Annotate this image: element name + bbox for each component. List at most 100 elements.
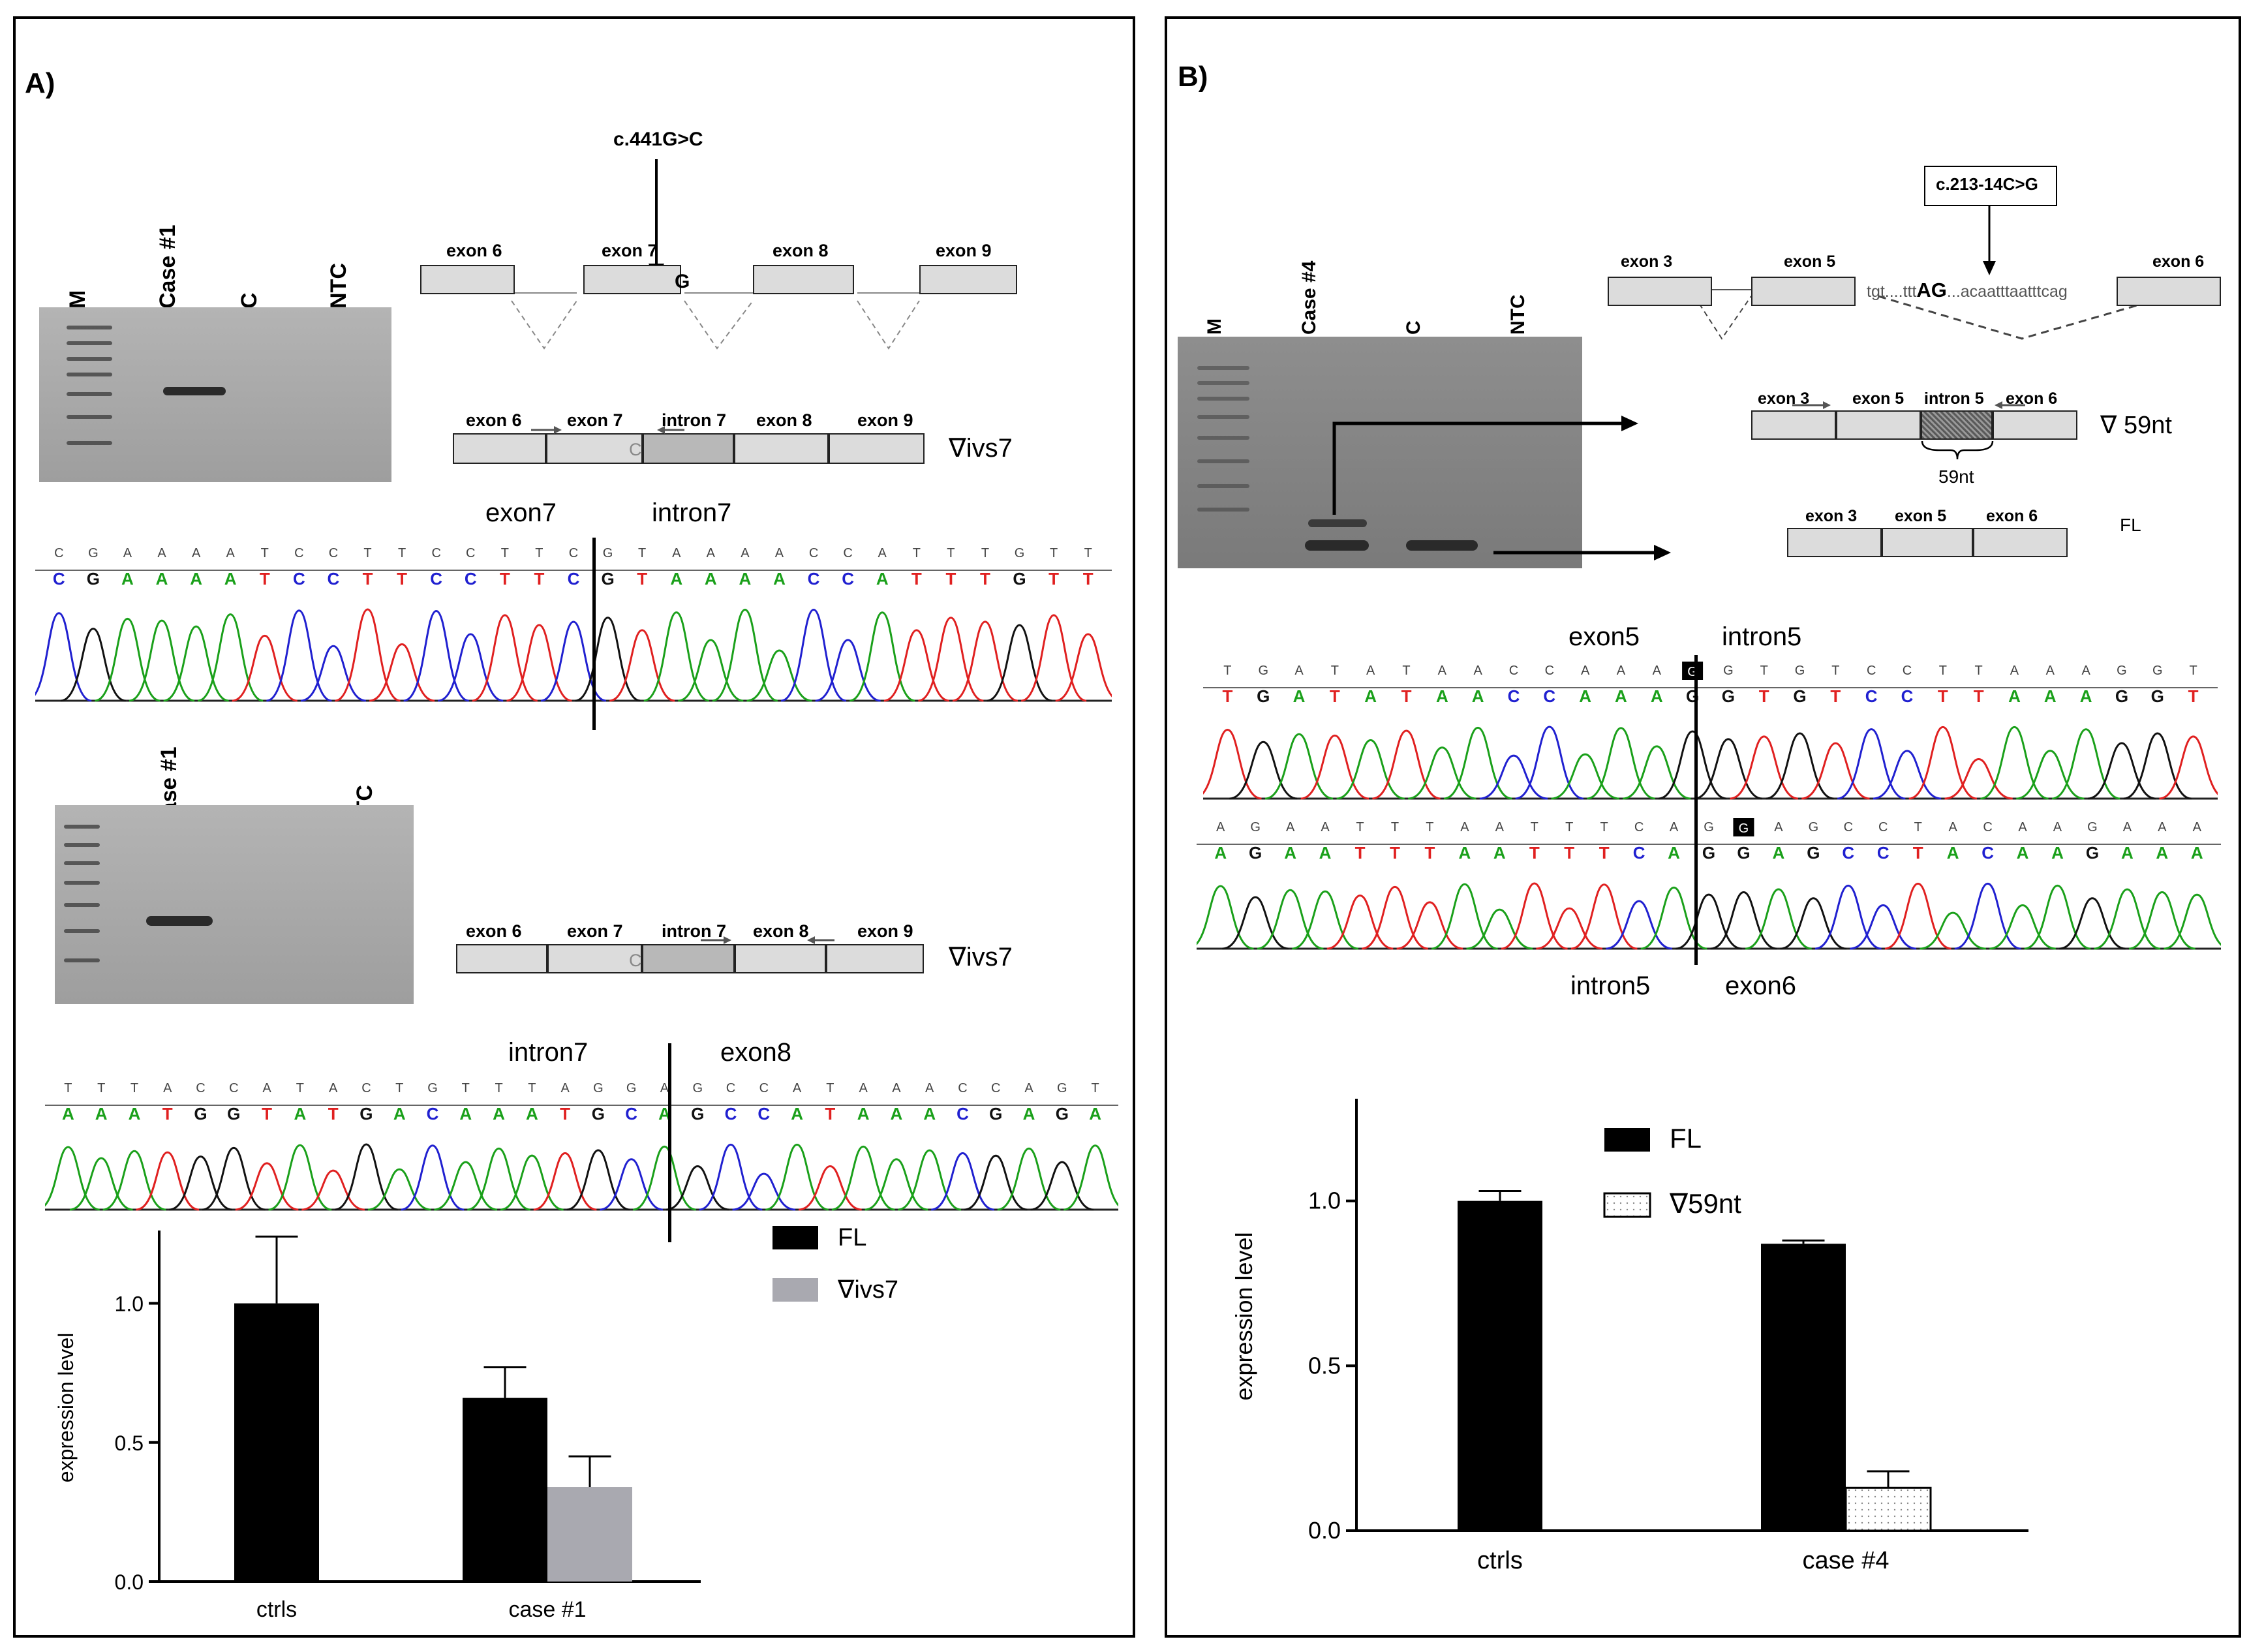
- base-call: C: [956, 1104, 969, 1124]
- base-call: T: [1330, 686, 1340, 706]
- base-call: A: [1773, 843, 1785, 863]
- exon7-a: [583, 265, 681, 294]
- base-call-top: T: [363, 546, 371, 560]
- base-call: G: [1056, 1104, 1069, 1124]
- base-call-top: T: [1831, 664, 1839, 678]
- base-call-top: T: [1975, 664, 1983, 678]
- base-call-top: T: [1084, 546, 1092, 560]
- base-call: T: [1048, 569, 1059, 589]
- base-call-top: C: [431, 546, 440, 560]
- base-call-top: C: [569, 546, 578, 560]
- base-call: G: [1249, 843, 1262, 863]
- gel-image-a2: [55, 805, 414, 1004]
- base-call: C: [1633, 843, 1645, 863]
- gelb-lane-c: C: [1403, 320, 1424, 335]
- base-call-top: T: [1223, 664, 1231, 678]
- base-call: T: [1938, 686, 1948, 706]
- base-call: T: [397, 569, 407, 589]
- base-call: C: [1508, 686, 1520, 706]
- base-call: G: [1793, 686, 1806, 706]
- mutation-b-box: [1924, 166, 2057, 206]
- base-call: A: [2051, 843, 2064, 863]
- base-call-top: G: [2087, 820, 2098, 834]
- base-call-top: T: [1531, 820, 1538, 834]
- base-call: T: [1222, 686, 1232, 706]
- base-call-top: T: [1760, 664, 1768, 678]
- base-call-top: C: [361, 1081, 371, 1095]
- gel-image-b: [1178, 337, 1582, 568]
- base-call-top: T: [1426, 820, 1433, 834]
- base-call-top: C: [1545, 664, 1554, 678]
- base-call-top: A: [741, 546, 750, 560]
- base-call: T: [911, 569, 922, 589]
- bar: [547, 1487, 632, 1582]
- gene-structure-a: [511, 292, 920, 350]
- bar: [1458, 1201, 1542, 1531]
- base-call-top: A: [1216, 820, 1225, 834]
- exon5-b-label: exon 5: [1784, 252, 1836, 271]
- base-call-top: T: [1600, 820, 1608, 834]
- base-call: A: [294, 1104, 306, 1124]
- base-call: A: [2044, 686, 2057, 706]
- base-call-top: C: [1983, 820, 1992, 834]
- base-call: C: [568, 569, 580, 589]
- t2-seg-exon8: exon 8: [753, 921, 809, 941]
- base-call-top: A: [672, 546, 681, 560]
- gel-b-arrows: [1332, 416, 1671, 560]
- base-call-top: G: [593, 1081, 604, 1095]
- base-call: T: [1390, 843, 1400, 863]
- panel-a-label: A): [25, 67, 55, 99]
- base-call-top: A: [775, 546, 784, 560]
- base-call: A: [739, 569, 752, 589]
- base-call: G: [194, 1104, 207, 1124]
- base-call-top: A: [2046, 664, 2055, 678]
- exon6-a-label: exon 6: [446, 241, 502, 260]
- svg-text:G: G: [1739, 821, 1749, 836]
- base-call-top: T: [1356, 820, 1364, 834]
- tfl-seg-exon6: exon 6: [1986, 507, 2038, 525]
- base-call-top: G: [626, 1081, 637, 1095]
- exon8-a-label: exon 8: [773, 241, 829, 260]
- trace-a1-divider: [592, 538, 596, 730]
- base-call-top: C: [54, 546, 63, 560]
- base-call: C: [842, 569, 854, 589]
- base-call-top: G: [1015, 546, 1025, 560]
- exon6-b-label: exon 6: [2152, 252, 2205, 271]
- tfl-label: FL: [2120, 515, 2141, 535]
- base-call-top: C: [329, 546, 338, 560]
- trace-b-divider: [1694, 655, 1698, 965]
- mutation-a-label: c.441G>C: [613, 129, 703, 150]
- base-call: T: [1974, 686, 1984, 706]
- base-call-top: T: [398, 546, 406, 560]
- base-call-top: T: [638, 546, 646, 560]
- base-call-top: A: [1286, 820, 1295, 834]
- legend-swatch: [773, 1226, 818, 1249]
- base-call: A: [190, 569, 202, 589]
- base-call: A: [129, 1104, 141, 1124]
- base-call-top: T: [130, 1081, 138, 1095]
- base-call: T: [1355, 843, 1366, 863]
- base-call: T: [825, 1104, 835, 1124]
- gel1-lane-case1: Case #1: [155, 224, 180, 309]
- base-call-top: A: [2081, 664, 2090, 678]
- exon6-b: [2117, 277, 2221, 306]
- base-call-top: A: [1670, 820, 1679, 834]
- base-call-top: T: [2189, 664, 2197, 678]
- base-call: C: [427, 1104, 439, 1124]
- mutation-b-label: c.213-14C>G: [1936, 174, 2038, 194]
- t1-seg-exon6: exon 6: [466, 410, 522, 430]
- base-call: A: [1458, 843, 1471, 863]
- y-tick-label: 0.0: [115, 1570, 144, 1594]
- t1-seg-exon9: exon 9: [857, 410, 913, 430]
- trace-a2-right: exon8: [720, 1038, 791, 1067]
- base-call-top: G: [1057, 1081, 1067, 1095]
- base-call-top: T: [981, 546, 989, 560]
- base-call: C: [1865, 686, 1878, 706]
- base-call: A: [62, 1104, 74, 1124]
- base-call-top: C: [1509, 664, 1518, 678]
- base-call-top: G: [692, 1081, 703, 1095]
- base-call: C: [1981, 843, 1994, 863]
- base-call: C: [1543, 686, 1555, 706]
- base-call: T: [1830, 686, 1841, 706]
